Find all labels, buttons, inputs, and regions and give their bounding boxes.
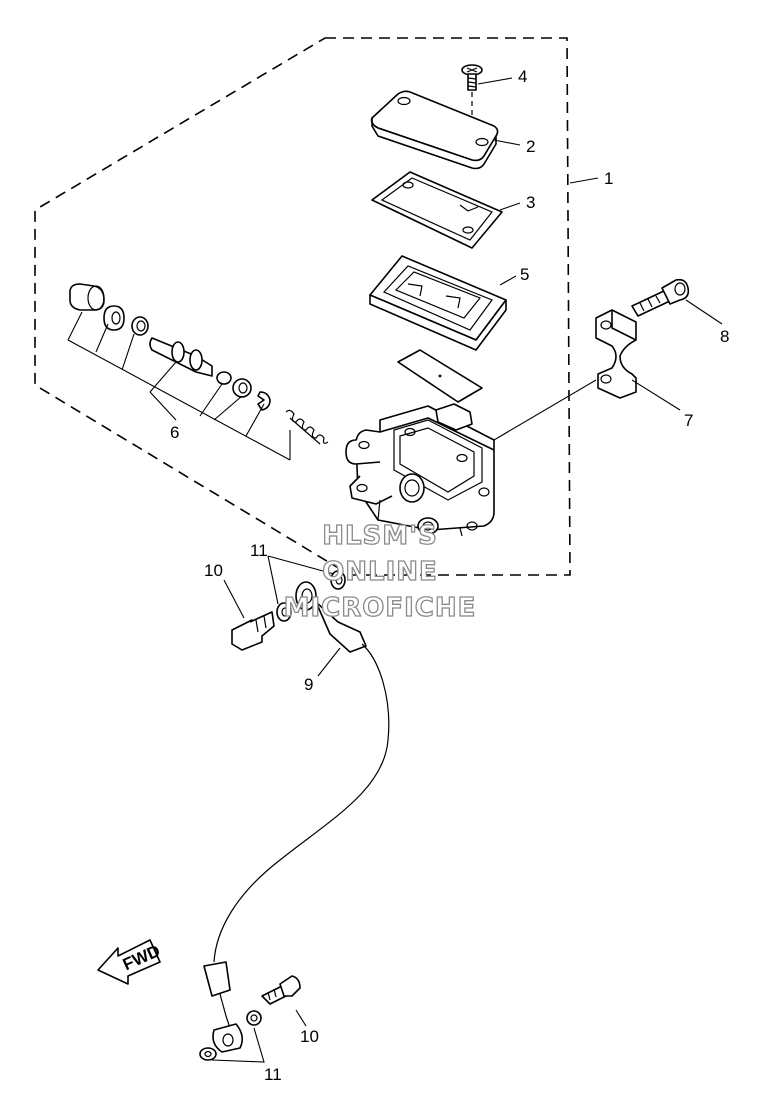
callout-8: 8 bbox=[720, 327, 729, 346]
callout-11-bottom: 11 bbox=[264, 1065, 282, 1084]
part-10-union-bolt-upper bbox=[231, 611, 275, 651]
callout-7: 7 bbox=[684, 411, 693, 430]
part-5-diaphragm bbox=[369, 255, 507, 351]
part-10-union-bolt-lower bbox=[261, 975, 301, 1005]
callout-1: 1 bbox=[604, 169, 613, 188]
callout-10-top: 10 bbox=[204, 561, 223, 580]
callout-5: 5 bbox=[520, 265, 529, 284]
part-3-diaphragm-plate bbox=[371, 171, 503, 249]
watermark: HLSM'S ONLINE MICROFICHE bbox=[283, 520, 477, 623]
part-protector-plate bbox=[397, 349, 483, 403]
part-7-holder bbox=[493, 309, 637, 441]
watermark-line-2: ONLINE bbox=[322, 557, 438, 587]
callout-10-bottom: 10 bbox=[300, 1027, 319, 1046]
part-11-washer-lower-a bbox=[199, 1047, 217, 1061]
part-9-brake-hose bbox=[203, 581, 390, 1053]
part-11-washer-upper-b bbox=[330, 570, 346, 590]
assembly-boundary-dashed bbox=[34, 37, 571, 576]
callout-11-top: 11 bbox=[250, 541, 268, 560]
part-6-piston-kit bbox=[69, 283, 329, 445]
part-11-washer-lower-b bbox=[246, 1010, 262, 1026]
part-11-washer-upper-a bbox=[276, 602, 292, 622]
watermark-line-3: MICROFICHE bbox=[284, 593, 477, 623]
part-2-reservoir-cap bbox=[370, 90, 499, 170]
master-cylinder-body bbox=[345, 403, 495, 537]
callout-2: 2 bbox=[526, 137, 535, 156]
callout-6: 6 bbox=[170, 423, 179, 442]
callout-9: 9 bbox=[304, 675, 313, 694]
fwd-direction-arrow: FWD bbox=[97, 939, 163, 985]
leader-lines bbox=[67, 77, 723, 1063]
callout-3: 3 bbox=[526, 193, 535, 212]
callout-4: 4 bbox=[518, 67, 527, 86]
part-8-bolt bbox=[631, 278, 690, 317]
watermark-line-1: HLSM'S bbox=[322, 521, 438, 551]
